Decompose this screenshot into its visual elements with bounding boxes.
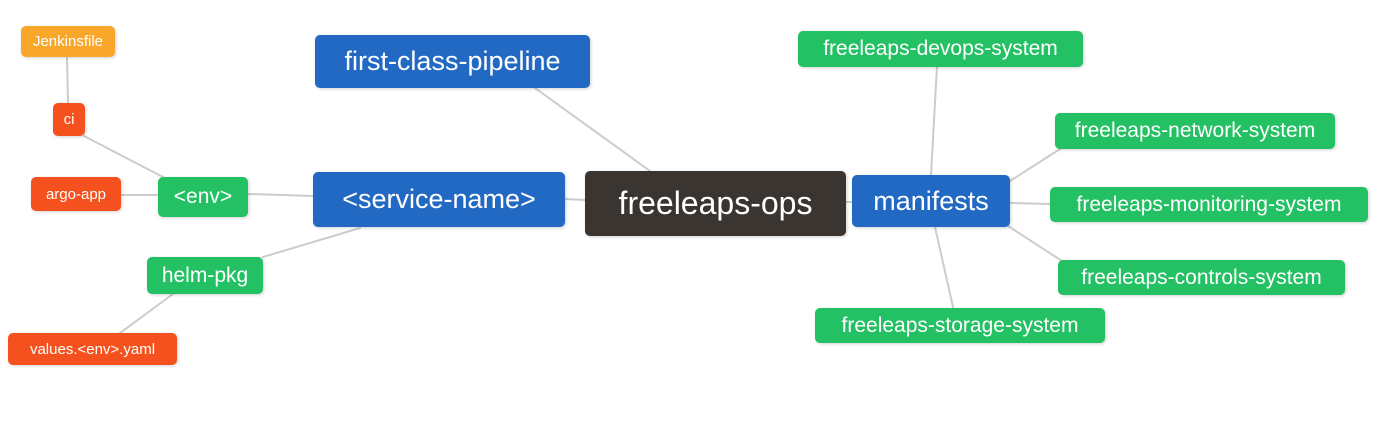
edge-helm-pkg-values xyxy=(119,293,174,334)
node-helm-pkg[interactable]: helm-pkg xyxy=(147,257,263,294)
node-argo-app[interactable]: argo-app xyxy=(31,177,121,211)
node-freeleaps-controls-system[interactable]: freeleaps-controls-system xyxy=(1058,260,1345,295)
node-first-class-pipeline[interactable]: first-class-pipeline xyxy=(315,35,590,88)
node-freeleaps-monitoring-system[interactable]: freeleaps-monitoring-system xyxy=(1050,187,1368,222)
node-jenkinsfile[interactable]: Jenkinsfile xyxy=(21,26,115,57)
node-freeleaps-network-system[interactable]: freeleaps-network-system xyxy=(1055,113,1335,149)
edge-manifests-network xyxy=(1009,148,1061,182)
edge-ci-env xyxy=(83,135,164,178)
edge-manifests-monitoring xyxy=(1009,202,1051,205)
edge-service-name-root xyxy=(564,198,586,201)
edge-manifests-storage xyxy=(934,226,954,308)
node-values-env-yaml[interactable]: values.<env>.yaml xyxy=(8,333,177,365)
edge-manifests-devops xyxy=(930,65,938,176)
edge-service-name-helm-pkg xyxy=(262,227,361,258)
edge-env-service-name xyxy=(247,193,314,197)
edge-manifests-controls xyxy=(1007,225,1063,262)
node-manifests[interactable]: manifests xyxy=(852,175,1010,227)
node-ci[interactable]: ci xyxy=(53,103,85,136)
node-freeleaps-devops-system[interactable]: freeleaps-devops-system xyxy=(798,31,1083,67)
node-service-name[interactable]: <service-name> xyxy=(313,172,565,227)
node-root-freeleaps-ops[interactable]: freeleaps-ops xyxy=(585,171,846,236)
edge-first-class-pipeline-root xyxy=(534,87,651,172)
node-env[interactable]: <env> xyxy=(158,177,248,217)
node-freeleaps-storage-system[interactable]: freeleaps-storage-system xyxy=(815,308,1105,343)
edge-jenkinsfile-ci xyxy=(66,56,69,104)
